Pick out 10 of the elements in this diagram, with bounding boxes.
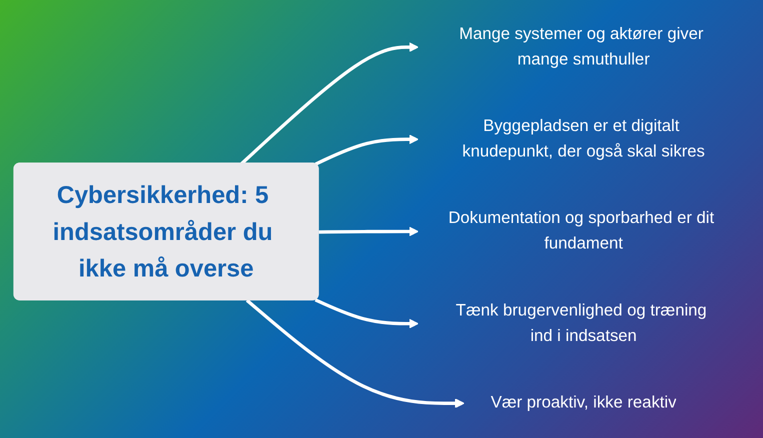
arrow <box>314 298 419 329</box>
arrow <box>240 42 419 165</box>
node-text: Vær proaktiv, ikke reaktiv <box>490 393 676 412</box>
arrow <box>246 299 464 408</box>
arrow <box>314 134 419 166</box>
node-text: Tænk brugervenlighed og træning ind i indsatsen <box>456 300 707 345</box>
node-text: Byggepladsen er et digitalt knudepunkt, der også skal sikres <box>462 116 705 160</box>
node-text: Mange systemer og aktører giver mange smuthuller <box>459 24 704 68</box>
node-text: Dokumentation og sporbarhed er dit fundament <box>448 208 714 253</box>
arrow <box>318 226 419 236</box>
